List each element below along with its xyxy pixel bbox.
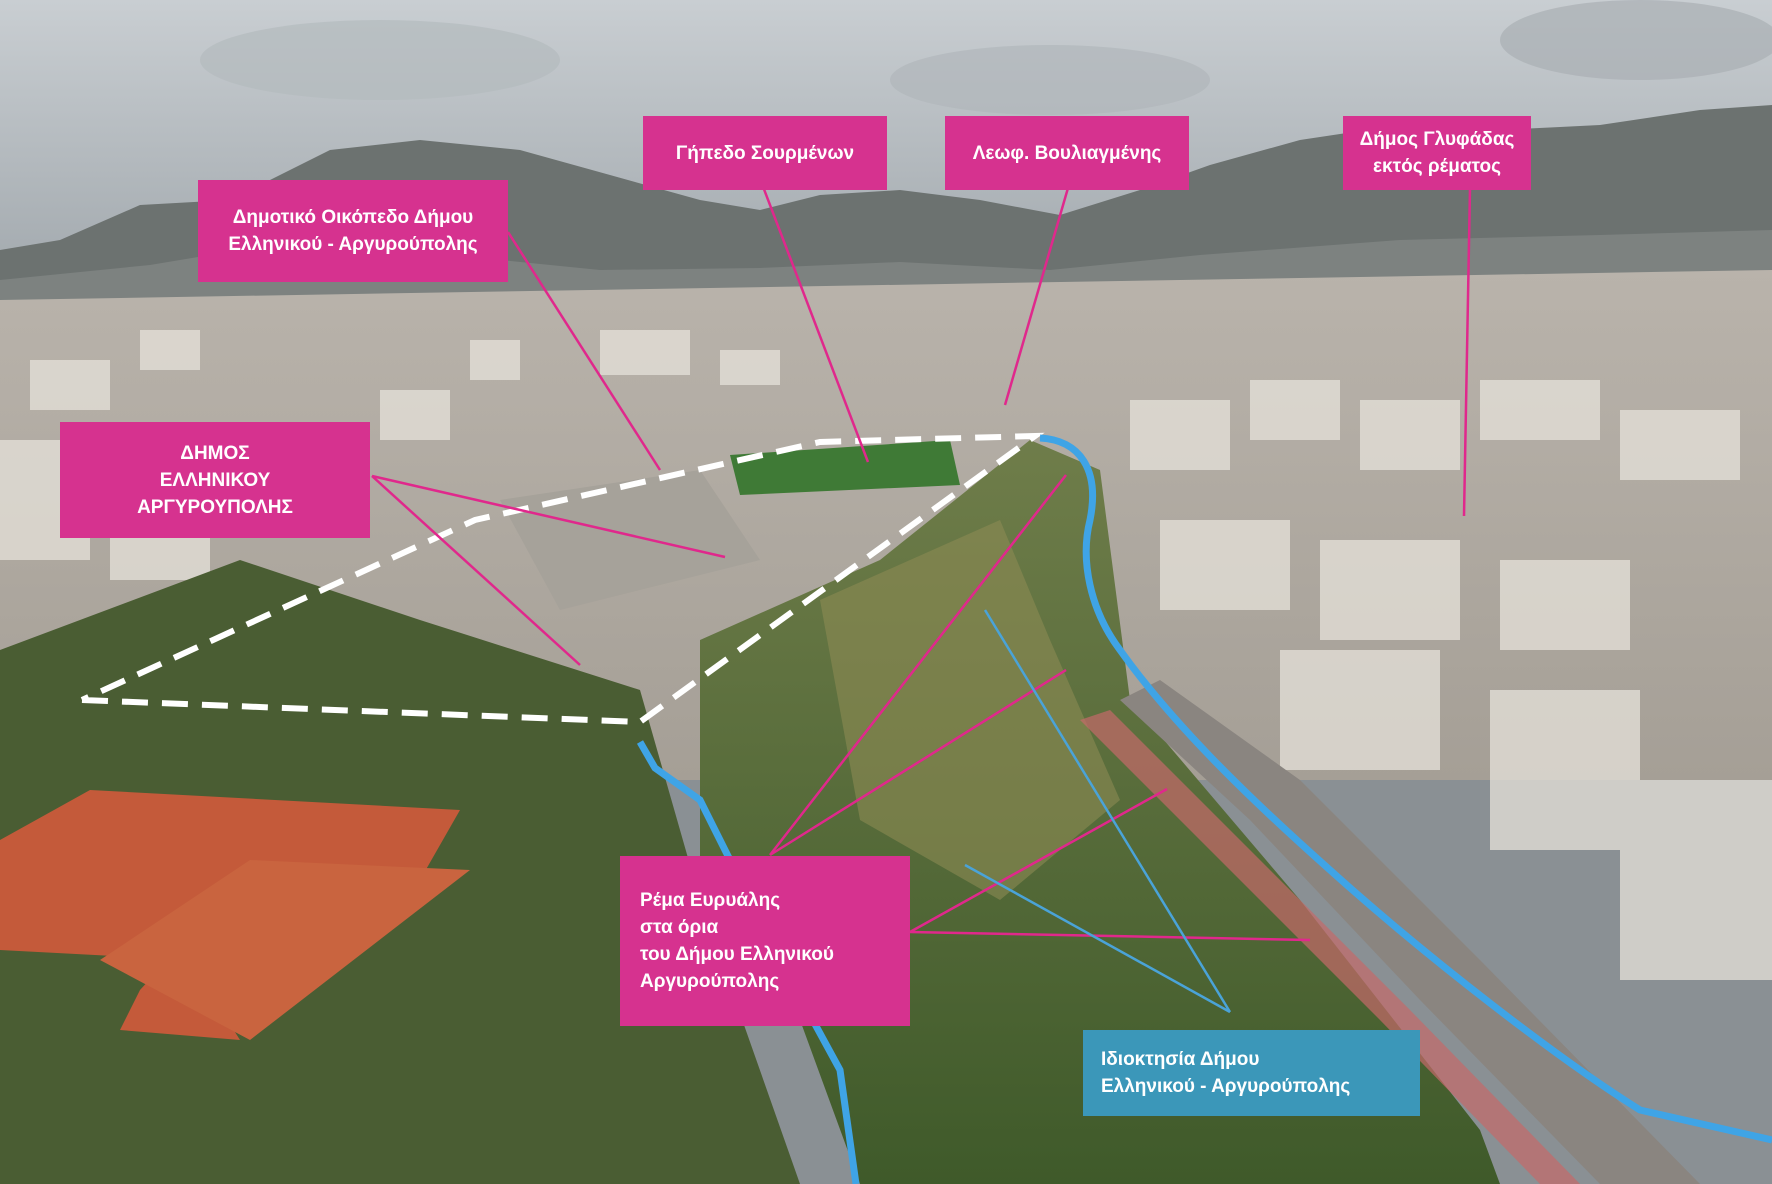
label-stream-line-3: του Δήμου Ελληνικού (640, 944, 834, 965)
label-avenue: Λεωφ. Βουλιαγμένης (945, 116, 1189, 190)
label-ownership-line-1: Ιδιοκτησία Δήμου (1101, 1049, 1260, 1070)
label-municipal-plot-line-1: Δημοτικό Οικόπεδο Δήμου (232, 207, 474, 228)
label-glyfada-line-1: Δήμος Γλυφάδας (1359, 129, 1515, 150)
school-building (0, 790, 460, 1040)
label-glyfada: Δήμος Γλυφάδας εκτός ρέματος (1343, 116, 1531, 190)
label-municipality: ΔΗΜΟΣ ΕΛΛΗΝΙΚΟΥ ΑΡΓΥΡΟΥΠΟΛΗΣ (60, 422, 370, 538)
stream-boundary-east (1039, 434, 1772, 1144)
magenta-leaders (371, 162, 1472, 942)
label-municipality-line-2: ΕΛΛΗΝΙΚΟΥ (159, 469, 271, 491)
stadium-pitch (730, 440, 960, 495)
label-stadium: Γήπεδο Σουρμένων (643, 116, 887, 190)
label-municipality-line-3: ΑΡΓΥΡΟΥΠΟΛΗΣ (137, 496, 293, 518)
label-stream-line-2: στα όρια (640, 917, 719, 938)
label-municipal-plot-line-2: Ελληνικού - Αργυρούπολης (228, 234, 478, 255)
label-avenue-text: Λεωφ. Βουλιαγμένης (972, 142, 1162, 164)
label-stream-line-1: Ρέμα Ευρυάλης (640, 890, 781, 911)
plot-boundary (80, 432, 1045, 726)
label-stream-line-4: Αργυρούπολης (640, 971, 780, 992)
label-municipality-line-1: ΔΗΜΟΣ (180, 442, 250, 464)
blue-leaders (964, 609, 1232, 1014)
label-stream: Ρέμα Ευρυάλης στα όρια του Δήμου Ελληνικ… (620, 856, 910, 1026)
label-ownership-line-2: Ελληνικού - Αργυρούπολης (1101, 1076, 1351, 1097)
label-stadium-text: Γήπεδο Σουρμένων (675, 142, 855, 164)
label-ownership: Ιδιοκτησία Δήμου Ελληνικού - Αργυρούπολη… (1083, 1030, 1420, 1116)
label-glyfada-line-2: εκτός ρέματος (1373, 156, 1501, 177)
label-municipal-plot: Δημοτικό Οικόπεδο Δήμου Ελληνικού - Αργυ… (198, 180, 508, 282)
